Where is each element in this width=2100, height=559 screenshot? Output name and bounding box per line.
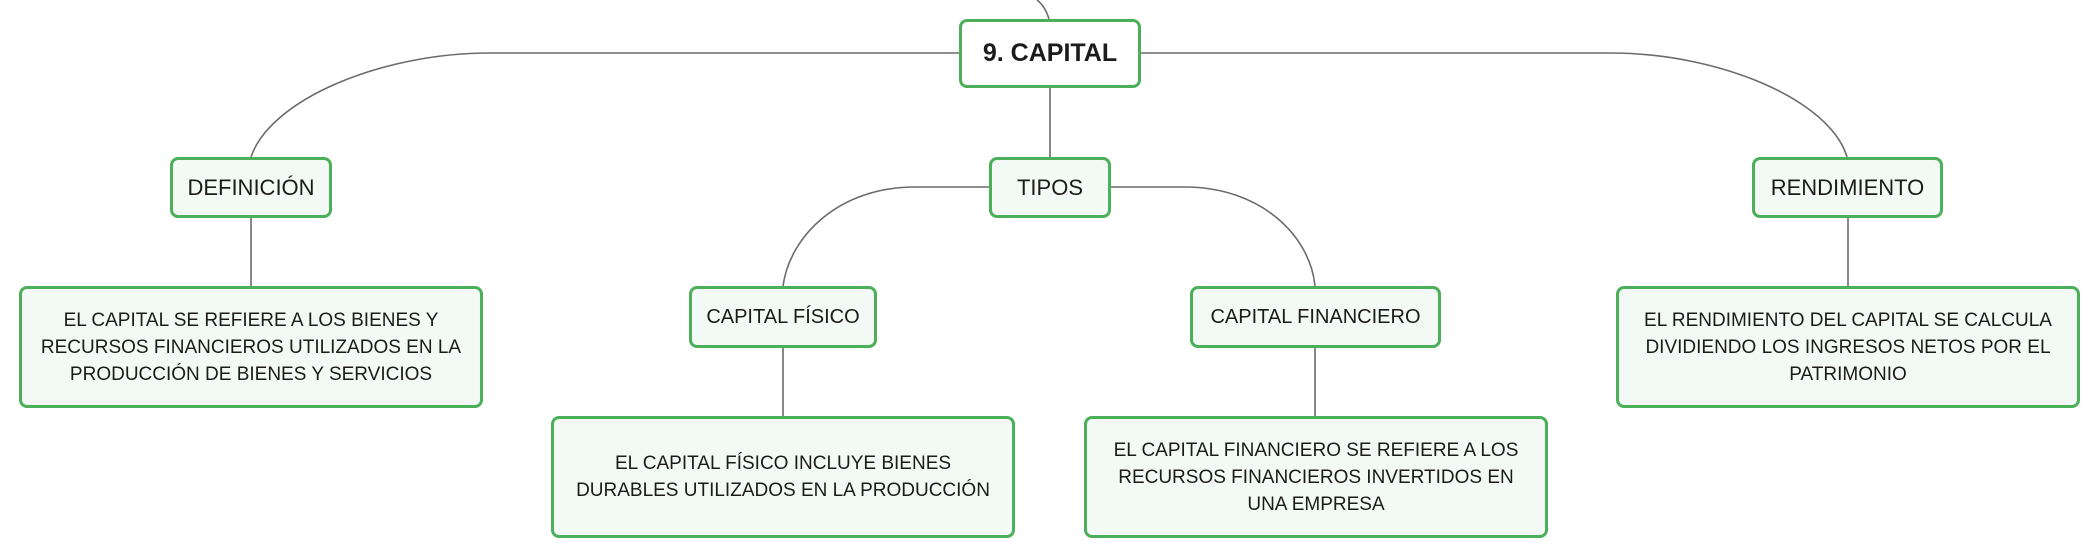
topic-label-tipos: TIPOS [1016,174,1083,200]
connector-tipos-fisico [782,186,989,287]
connector-root-rendimiento [1141,52,1848,158]
detail-node-definicion[interactable]: EL CAPITAL SE REFIERE A LOS BIENES Y REC… [19,286,483,408]
detail-text-capital-financiero: EL CAPITAL FINANCIERO SE REFIERE A LOS R… [1113,439,1519,515]
detail-text-capital-fisico: EL CAPITAL FÍSICO INCLUYE BIENES DURABLE… [576,453,990,501]
subtopic-node-capital-fisico[interactable]: CAPITAL FÍSICO [689,286,877,348]
subtopic-label-capital-financiero: CAPITAL FINANCIERO [1210,305,1421,328]
central-topic-label: 9. CAPITAL [982,39,1118,67]
topic-node-tipos[interactable]: TIPOS [989,157,1111,218]
detail-text-definicion: EL CAPITAL SE REFIERE A LOS BIENES Y REC… [40,309,462,385]
subtopic-label-capital-fisico: CAPITAL FÍSICO [706,305,860,328]
central-topic-node[interactable]: 9. CAPITAL [959,19,1141,88]
topic-label-rendimiento: RENDIMIENTO [1770,174,1925,200]
topic-node-definicion[interactable]: DEFINICIÓN [170,157,332,218]
detail-node-capital-fisico[interactable]: EL CAPITAL FÍSICO INCLUYE BIENES DURABLE… [551,416,1015,538]
connector-root-definicion [250,52,959,158]
detail-node-rendimiento[interactable]: EL RENDIMIENTO DEL CAPITAL SE CALCULA DI… [1616,286,2080,408]
connector-root-parent [1036,0,1050,20]
connector-tipos-financiero [1111,186,1316,287]
detail-text-rendimiento: EL RENDIMIENTO DEL CAPITAL SE CALCULA DI… [1644,309,2052,385]
subtopic-node-capital-financiero[interactable]: CAPITAL FINANCIERO [1190,286,1441,348]
topic-label-definicion: DEFINICIÓN [187,174,315,200]
detail-node-capital-financiero[interactable]: EL CAPITAL FINANCIERO SE REFIERE A LOS R… [1084,416,1548,538]
topic-node-rendimiento[interactable]: RENDIMIENTO [1752,157,1943,218]
